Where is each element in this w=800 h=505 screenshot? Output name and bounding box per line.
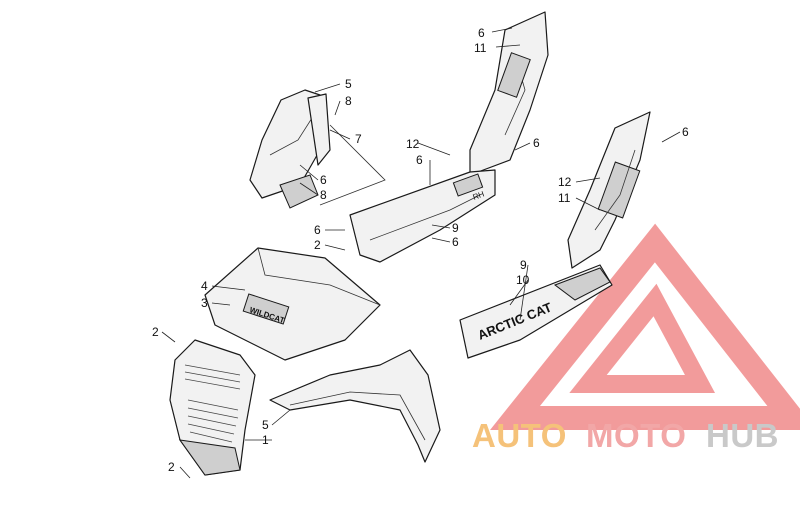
watermark-text: AUTO MOTO HUB <box>472 417 779 454</box>
callout-11: 11 <box>558 191 571 205</box>
watermark-word-moto: MOTO <box>586 417 686 454</box>
callout-6: 6 <box>320 173 327 187</box>
callout-9: 9 <box>452 221 459 235</box>
right-upper-panel <box>567 111 651 269</box>
callout-4: 4 <box>201 279 208 293</box>
front-fender-lower <box>269 349 441 463</box>
callout-7: 7 <box>355 132 362 146</box>
leader-lines <box>161 27 681 479</box>
watermark-word-hub: HUB <box>706 417 779 454</box>
callout-11: 11 <box>474 41 487 55</box>
callout-3: 3 <box>201 296 208 310</box>
callout-6: 6 <box>478 26 485 40</box>
callout-1: 1 <box>262 433 269 447</box>
callout-5: 5 <box>262 418 269 432</box>
front-grille <box>169 339 256 476</box>
watermark-word-auto: AUTO <box>472 417 567 454</box>
callout-12: 12 <box>406 137 420 151</box>
callout-labels: 6 11 5 8 7 12 6 6 6 8 6 2 9 6 6 12 11 9 … <box>152 26 689 474</box>
callout-10: 10 <box>516 273 530 287</box>
hood-panel: WILDCAT <box>204 247 381 361</box>
callout-2: 2 <box>314 238 321 252</box>
panel-tag-label: RH <box>472 189 486 201</box>
center-side-panel: RH <box>349 11 549 263</box>
callout-5: 5 <box>345 77 352 91</box>
callout-6: 6 <box>416 153 423 167</box>
front-fender-upper <box>249 89 386 209</box>
callout-6: 6 <box>452 235 459 249</box>
callout-12: 12 <box>558 175 572 189</box>
callout-6: 6 <box>533 136 540 150</box>
callout-2: 2 <box>168 460 175 474</box>
callout-2: 2 <box>152 325 159 339</box>
callout-6: 6 <box>682 125 689 139</box>
watermark-logo <box>490 223 800 430</box>
callout-8: 8 <box>345 94 352 108</box>
callout-9: 9 <box>520 258 527 272</box>
callout-6: 6 <box>314 223 321 237</box>
callout-8: 8 <box>320 188 327 202</box>
